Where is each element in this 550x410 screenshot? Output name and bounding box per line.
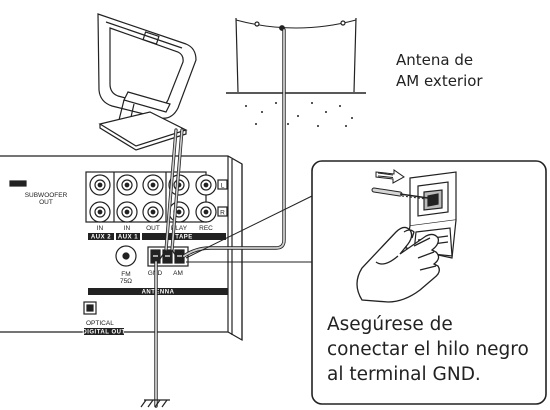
rca-jack-aux2-in-l[interactable] — [90, 175, 110, 195]
rca-jack-tape-play-r[interactable] — [169, 202, 189, 222]
rec-label: REC — [199, 225, 213, 232]
rca-jack-tape-out-l[interactable] — [143, 175, 163, 195]
rca-jack-aux2-in-r[interactable] — [90, 202, 110, 222]
gnd-instruction-text: Asegúrese de conectar el hilo negro al t… — [327, 312, 529, 387]
channel-r-label: R — [220, 210, 225, 217]
in-label-aux2: IN — [97, 225, 104, 232]
gnd-instruction-line-1: Asegúrese de — [327, 312, 529, 337]
outdoor-antenna-label: Antena de AM exterior — [396, 50, 483, 92]
aux1-label: AUX 1 — [118, 235, 138, 241]
rca-jack-aux1-in-l[interactable] — [117, 175, 137, 195]
channel-l-label: L — [221, 183, 225, 190]
rca-jack-tape-out-r[interactable] — [143, 202, 163, 222]
optical-port[interactable] — [84, 302, 96, 314]
subwoofer-label: SUBWOOFER — [25, 192, 68, 199]
am-label: AM — [173, 270, 183, 277]
gnd-instruction-line-3: al terminal GND. — [327, 362, 529, 387]
gnd-instruction-line-2: conectar el hilo negro — [327, 337, 529, 362]
outdoor-antenna-label-line-2: AM exterior — [396, 71, 483, 92]
subwoofer-out-label: OUT — [39, 199, 53, 206]
am-terminals[interactable] — [148, 247, 188, 266]
fm-antenna-jack[interactable] — [116, 246, 136, 266]
rca-jack-aux1-in-r[interactable] — [117, 202, 137, 222]
antenna-label: ANTENNA — [142, 290, 175, 296]
aux2-label: AUX 2 — [91, 235, 111, 241]
rca-jack-tape-rec-l[interactable] — [196, 175, 216, 195]
digital-out-label: DIGITAL OUT — [82, 330, 125, 336]
fm-impedance-label: 75Ω — [120, 278, 132, 285]
in-label-aux1: IN — [124, 225, 131, 232]
outdoor-antenna-label-line-1: Antena de — [396, 50, 483, 71]
rca-jack-tape-rec-r[interactable] — [196, 202, 216, 222]
tape-label: TAPE — [175, 235, 193, 241]
fm-label: FM — [121, 271, 130, 278]
out-label: OUT — [146, 225, 160, 232]
outdoor-am-antenna — [226, 18, 366, 127]
optical-label: OPTICAL — [86, 320, 114, 327]
